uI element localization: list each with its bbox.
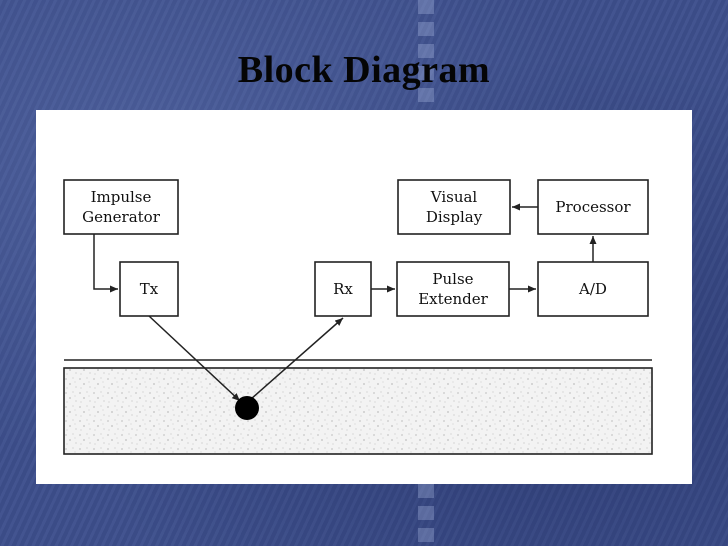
processor-label: Processor <box>555 198 631 216</box>
visual-display-label-line1: Visual <box>430 188 478 206</box>
rx-label: Rx <box>333 280 353 298</box>
rx-block: Rx <box>314 261 372 317</box>
pulse-extender-label-line2: Extender <box>418 290 488 308</box>
block-diagram: Impulse Generator Tx Rx Pulse Extender A… <box>63 179 653 455</box>
arrow-generator-to-tx <box>93 234 118 293</box>
visual-display-block: Visual Display <box>397 179 511 235</box>
buried-target <box>235 396 259 420</box>
transmit-signal-path <box>148 315 241 402</box>
tx-block: Tx <box>119 261 179 317</box>
impulse-generator-label-line2: Generator <box>82 208 161 226</box>
diagram-panel: Impulse Generator Tx Rx Pulse Extender A… <box>36 110 692 484</box>
processor-block: Processor <box>537 179 649 235</box>
visual-display-label-line2: Display <box>426 208 483 226</box>
slide-title: Block Diagram <box>237 49 491 91</box>
impulse-generator-block: Impulse Generator <box>63 179 179 235</box>
pulse-extender-block: Pulse Extender <box>396 261 510 317</box>
tx-label: Tx <box>140 280 159 298</box>
ad-block: A/D <box>537 261 649 317</box>
ad-label: A/D <box>578 280 607 298</box>
ground-soil <box>63 367 653 455</box>
reflected-signal-path <box>250 317 344 400</box>
pulse-extender-label-line1: Pulse <box>432 270 473 288</box>
impulse-generator-label-line1: Impulse <box>91 188 152 206</box>
